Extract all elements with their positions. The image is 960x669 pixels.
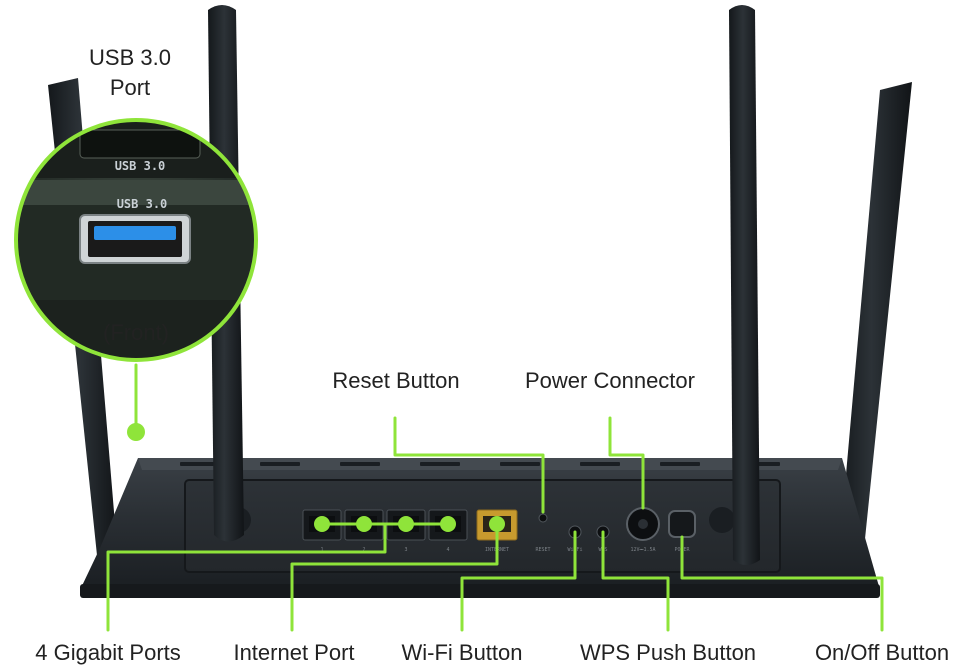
antenna-front-right: [729, 5, 760, 565]
callout-dots: [127, 423, 505, 532]
power-connector: 12V⎓1.5A: [626, 507, 660, 553]
power-mark: 12V⎓1.5A: [630, 547, 655, 553]
usb-embossed-top: USB 3.0: [115, 159, 166, 173]
usb-port-title-line1: USB 3.0: [89, 45, 171, 70]
port-3-mark: 3: [404, 547, 407, 553]
power-connector-label: Power Connector: [525, 368, 695, 393]
antenna-rear-right: [838, 82, 912, 568]
port-2-mark: 2: [362, 547, 365, 553]
callout-lines: [106, 363, 884, 632]
reset-button: RESET: [535, 513, 551, 553]
usb-front-caption: (Front): [103, 320, 169, 345]
port-1-mark: 1: [320, 547, 323, 553]
reset-button-label: Reset Button: [332, 368, 460, 393]
port-4-mark: 4: [446, 547, 449, 553]
internet-port-label: Internet Port: [233, 640, 355, 665]
usb-embossed-main: USB 3.0: [117, 197, 168, 211]
wps-push-button-label: WPS Push Button: [579, 640, 757, 665]
reset-mark: RESET: [535, 547, 550, 553]
gigabit-ports-label: 4 Gigabit Ports: [35, 640, 181, 665]
wifi-button-label: Wi-Fi Button: [401, 640, 523, 665]
usb-port-title-line2: Port: [109, 75, 151, 100]
onoff-button-label: On/Off Button: [814, 640, 950, 665]
